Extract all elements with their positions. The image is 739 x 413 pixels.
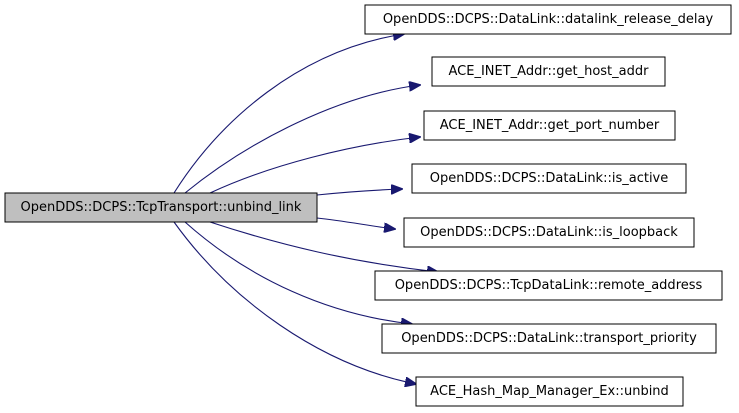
target-node-get-port-number[interactable]: ACE_INET_Addr::get_port_number [423, 110, 676, 141]
source-node[interactable]: OpenDDS::DCPS::TcpTransport::unbind_link [4, 192, 318, 223]
target-node-box [415, 376, 684, 407]
target-node-get-host-addr[interactable]: ACE_INET_Addr::get_host_addr [431, 56, 666, 87]
target-node-box [374, 270, 723, 301]
call-edge-is-loopback [316, 217, 395, 229]
target-node-label: OpenDDS::DCPS::DataLink::is_active [430, 171, 669, 186]
target-node-label: ACE_INET_Addr::get_port_number [440, 118, 660, 133]
target-node-label: OpenDDS::DCPS::DataLink::datalink_releas… [383, 12, 714, 27]
call-edge-is-active [316, 189, 402, 196]
target-node-remote-address[interactable]: OpenDDS::DCPS::TcpDataLink::remote_addre… [374, 270, 723, 301]
target-node-box [411, 163, 687, 194]
target-node-is-loopback[interactable]: OpenDDS::DCPS::DataLink::is_loopback [403, 217, 695, 248]
call-edge-transport-priority [184, 221, 412, 324]
target-node-box [364, 4, 732, 35]
target-node-label: ACE_Hash_Map_Manager_Ex::unbind [430, 384, 669, 399]
call-edge-unbind [173, 221, 416, 384]
target-node-box [403, 217, 695, 248]
target-node-transport-priority[interactable]: OpenDDS::DCPS::DataLink::transport_prior… [381, 323, 717, 354]
call-edge-remote-address [209, 221, 438, 272]
source-node-box [4, 192, 318, 223]
call-edge-get-host-addr [184, 85, 420, 194]
source-node-label: OpenDDS::DCPS::TcpTransport::unbind_link [21, 200, 302, 215]
target-node-datalink-release-delay[interactable]: OpenDDS::DCPS::DataLink::datalink_releas… [364, 4, 732, 35]
target-node-box [431, 56, 666, 87]
target-node-is-active[interactable]: OpenDDS::DCPS::DataLink::is_active [411, 163, 687, 194]
target-node-label: OpenDDS::DCPS::TcpDataLink::remote_addre… [395, 278, 703, 293]
call-edges [173, 34, 438, 384]
target-node-box [381, 323, 717, 354]
call-edge-datalink-release-delay [173, 34, 404, 194]
target-node-box [423, 110, 676, 141]
target-node-label: ACE_INET_Addr::get_host_addr [449, 64, 650, 79]
target-node-label: OpenDDS::DCPS::DataLink::transport_prior… [401, 331, 697, 346]
target-node-unbind[interactable]: ACE_Hash_Map_Manager_Ex::unbind [415, 376, 684, 407]
call-edge-get-port-number [209, 137, 420, 194]
target-node-label: OpenDDS::DCPS::DataLink::is_loopback [420, 225, 678, 240]
